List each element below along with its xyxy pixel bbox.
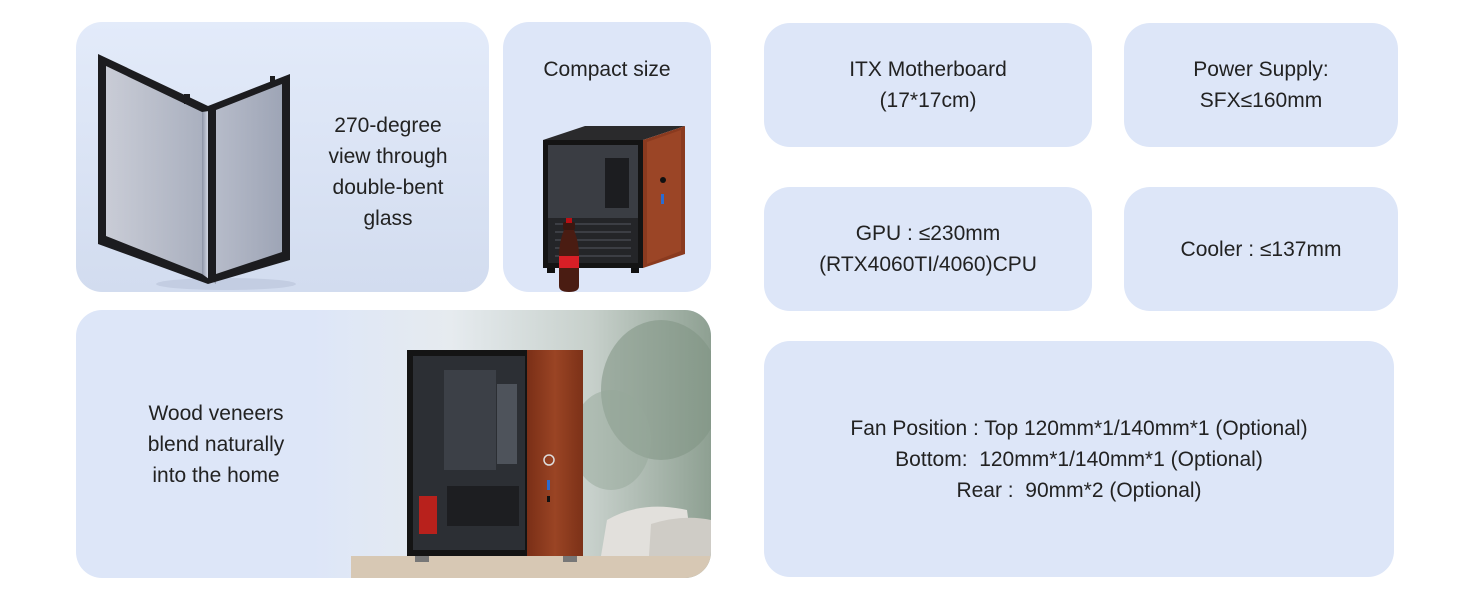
gpu-spec-card: GPU : ≤230mm (RTX4060TI/4060)CPU — [764, 187, 1092, 311]
power-supply-spec-line: SFX≤160mm — [1199, 89, 1323, 112]
soda-bottle-icon — [559, 218, 579, 292]
motherboard-spec-card: ITX Motherboard (17*17cm) — [764, 23, 1092, 147]
fan-spec-line: Rear : 90mm*2 (Optional) — [956, 478, 1202, 502]
glass-caption: 270-degree view through double-bent glas… — [298, 110, 478, 234]
fan-position-spec-card: Fan Position : Top 120mm*1/140mm*1 (Opti… — [764, 341, 1394, 577]
power-supply-spec-line: Power Supply: — [1193, 58, 1329, 81]
power-supply-spec-card: Power Supply: SFX≤160mm — [1124, 23, 1398, 147]
glass-caption-line: glass — [363, 207, 413, 230]
gpu-spec-line: GPU : ≤230mm — [855, 222, 1001, 245]
glass-caption-line: double-bent — [332, 176, 444, 199]
wood-caption-line: into the home — [152, 464, 280, 487]
gpu-spec-line: (RTX4060TI/4060)CPU — [819, 253, 1037, 276]
compact-case-image — [543, 126, 685, 292]
wood-caption-line: Wood veneers — [148, 402, 284, 425]
living-room-scene-image — [311, 310, 711, 578]
wood-veneer-card: Wood veneers blend naturally into the ho… — [76, 310, 711, 578]
fan-spec-line: Bottom: 120mm*1/140mm*1 (Optional) — [895, 447, 1263, 471]
glass-panel-image — [98, 54, 296, 290]
glass-caption-line: 270-degree — [334, 114, 442, 137]
cooler-spec-line: Cooler : ≤137mm — [1180, 237, 1342, 261]
glass-feature-card: 270-degree view through double-bent glas… — [76, 22, 489, 292]
wood-caption: Wood veneers blend naturally into the ho… — [96, 398, 336, 491]
compact-size-card: Compact size — [503, 22, 711, 292]
fan-spec-line: Fan Position : Top 120mm*1/140mm*1 (Opti… — [850, 416, 1308, 440]
cooler-spec-card: Cooler : ≤137mm — [1124, 187, 1398, 311]
motherboard-spec-line: (17*17cm) — [879, 89, 977, 112]
compact-caption: Compact size — [543, 58, 671, 81]
wood-caption-line: blend naturally — [147, 433, 285, 456]
glass-caption-line: view through — [328, 145, 448, 168]
motherboard-spec-line: ITX Motherboard — [849, 58, 1007, 81]
